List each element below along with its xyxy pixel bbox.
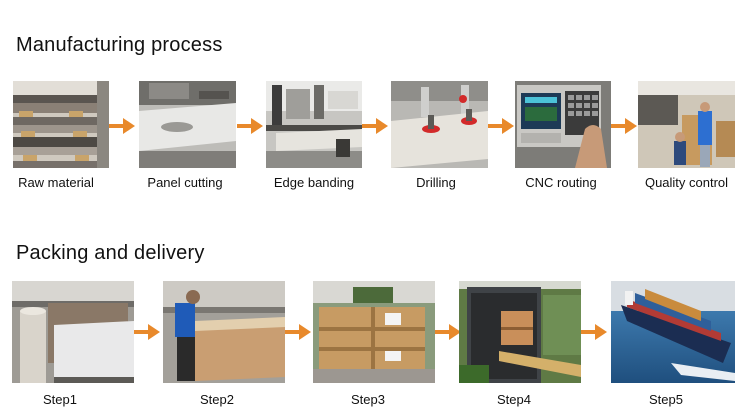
caption-step2: Step2 <box>200 392 234 407</box>
photo-cnc-routing <box>515 81 611 168</box>
photo-step3 <box>313 281 435 383</box>
caption-step3: Step3 <box>351 392 385 407</box>
arrow-right-icon <box>611 118 637 134</box>
photo-quality-control <box>638 81 735 168</box>
caption-step5: Step5 <box>649 392 683 407</box>
arrow-right-icon <box>285 324 311 340</box>
photo-drilling <box>391 81 488 168</box>
caption-panel-cutting: Panel cutting <box>147 175 223 190</box>
photo-panel-cutting <box>139 81 236 168</box>
packing-title: Packing and delivery <box>16 242 205 264</box>
caption-step1: Step1 <box>43 392 77 407</box>
photo-step5 <box>611 281 735 383</box>
photo-raw-material <box>13 81 109 168</box>
caption-quality-control: Quality control <box>644 175 729 190</box>
arrow-right-icon <box>581 324 607 340</box>
caption-drilling: Drilling <box>416 175 456 190</box>
photo-step2 <box>163 281 285 383</box>
photo-edge-banding <box>266 81 362 168</box>
caption-step4: Step4 <box>497 392 531 407</box>
manufacturing-title: Manufacturing process <box>16 34 223 56</box>
caption-raw-material: Raw material <box>18 175 94 190</box>
arrow-right-icon <box>488 118 514 134</box>
arrow-right-icon <box>435 324 461 340</box>
caption-cnc-routing: CNC routing <box>525 175 597 190</box>
photo-step1 <box>12 281 134 383</box>
caption-edge-banding: Edge banding <box>273 175 355 190</box>
arrow-right-icon <box>134 324 160 340</box>
arrow-right-icon <box>237 118 263 134</box>
arrow-right-icon <box>362 118 388 134</box>
photo-step4 <box>459 281 581 383</box>
arrow-right-icon <box>109 118 135 134</box>
